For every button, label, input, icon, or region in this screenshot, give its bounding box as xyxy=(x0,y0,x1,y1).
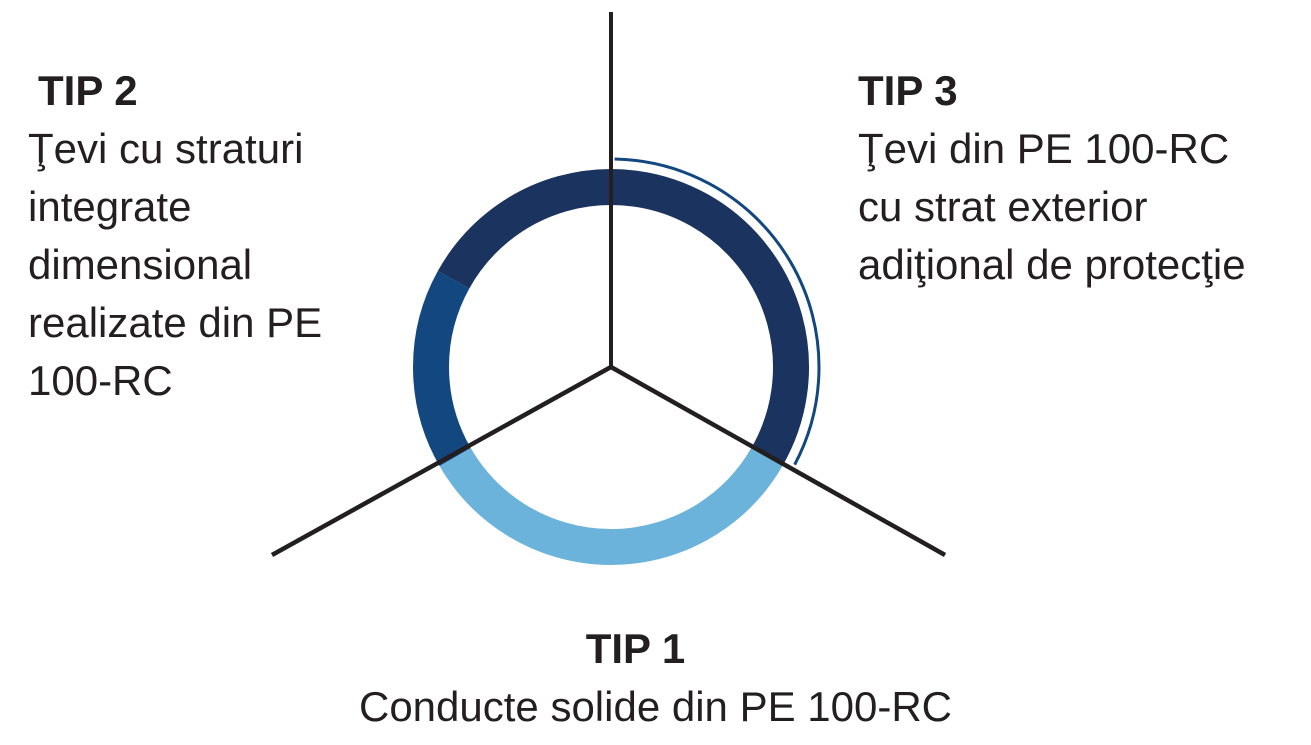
tip2-title: TIP 2 xyxy=(38,67,138,114)
tip3-desc-line: adiţional de protecţie xyxy=(858,241,1246,288)
tip2-desc-line: integrate xyxy=(28,183,192,230)
tip1-title: TIP 1 xyxy=(585,625,686,672)
divider-spoke-lower-right xyxy=(609,365,947,557)
ring-segment-tip2 xyxy=(413,271,471,466)
tip1-label-block: TIP 1 Conducte solide din PE 100-RC xyxy=(0,620,1311,736)
tip2-desc-line: Ţevi cu straturi xyxy=(28,125,304,172)
tip3-desc-line: cu strat exterior xyxy=(858,183,1148,230)
tip2-label-block: TIP 2 Ţevi cu straturi integrate dimensi… xyxy=(28,62,322,410)
ring-segment-tip3 xyxy=(437,169,809,466)
ring-segment-tip1 xyxy=(439,447,783,565)
outer-protective-layer-arc xyxy=(614,157,821,466)
tip1-desc-line: Conducte solide din PE 100-RC xyxy=(358,683,952,730)
divider-spoke-lower-left xyxy=(270,365,613,557)
tip2-desc-line: dimensional xyxy=(28,241,253,288)
tip3-desc-line: Ţevi din PE 100-RC xyxy=(858,125,1230,172)
tip2-desc-line: 100-RC xyxy=(28,357,173,404)
tip3-label-block: TIP 3 Ţevi din PE 100-RC cu strat exteri… xyxy=(858,62,1246,294)
tip2-desc-line: realizate din PE xyxy=(28,299,323,346)
tip3-title: TIP 3 xyxy=(858,67,958,114)
